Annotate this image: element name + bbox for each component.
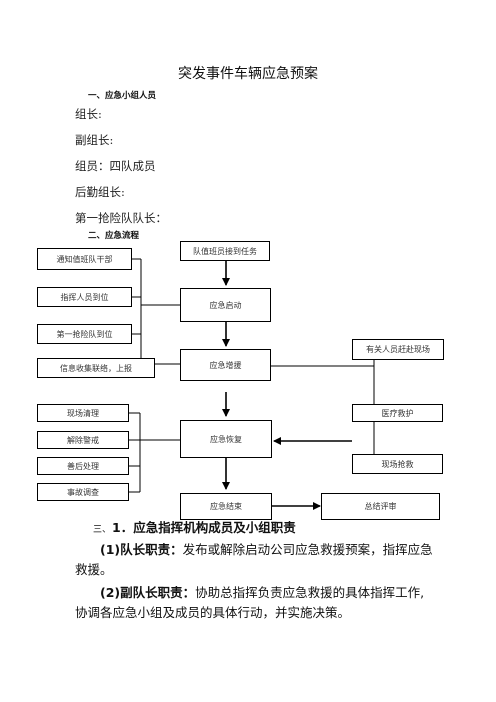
paragraph-leader-duty-line2: 救援。 — [75, 562, 113, 577]
role-leader: 组长: — [75, 107, 102, 121]
deputy-duty-label: (2)副队长职责： — [100, 585, 196, 600]
flow-box-info-collect-report: 信息收集联络，上报 — [37, 358, 155, 378]
flow-box-emergency-reinforce: 应急增援 — [180, 349, 271, 381]
role-logistics-leader: 后勤组长: — [75, 185, 125, 199]
role-rescue-captain: 第一抢险队队长： — [75, 211, 167, 225]
leader-duty-label: (1)队长职责： — [100, 542, 183, 557]
flow-box-medical-aid: 医疗救护 — [352, 404, 443, 422]
flow-box-site-rescue: 现场抢救 — [352, 454, 443, 474]
flow-box-site-cleanup: 现场清理 — [37, 404, 129, 422]
paragraph-leader-duty-line1: (1)队长职责：发布或解除启动公司应急救援预案，指挥应急 — [100, 540, 433, 560]
flow-box-lift-alert: 解除警戒 — [37, 431, 129, 449]
flow-box-notify-duty-officer: 通知值班队干部 — [37, 248, 132, 270]
leader-duty-text: 发布或解除启动公司应急救援预案，指挥应急 — [182, 542, 433, 557]
flow-box-commanders-in-place: 指挥人员到位 — [37, 287, 132, 307]
section-heading-members: 一、应急小组人员 — [88, 91, 157, 101]
flow-box-emergency-recovery: 应急恢复 — [180, 420, 272, 458]
flow-box-emergency-start: 应急启动 — [180, 288, 271, 322]
section3-heading: 1．应急指挥机构成员及小组职责 — [112, 520, 296, 535]
flow-box-receive-task: 队值班员接到任务 — [180, 241, 270, 261]
flow-box-rescue-team-in-place: 第一抢险队到位 — [37, 324, 132, 344]
document-title: 突发事件车辆应急预案 — [178, 66, 318, 82]
section3-prefix: 三、 — [93, 525, 112, 535]
flow-box-personnel-to-site: 有关人员赶赴现场 — [352, 339, 444, 360]
flow-box-accident-investigation: 事故调查 — [37, 483, 129, 501]
section-heading-process: 二、应急流程 — [88, 231, 140, 241]
flow-box-aftermath: 善后处理 — [37, 457, 129, 475]
flow-box-emergency-end: 应急结束 — [180, 493, 272, 520]
flow-box-summary-review: 总结评审 — [321, 493, 440, 520]
paragraph-deputy-duty-line1: (2)副队长职责：协助总指挥负责应急救援的具体指挥工作, — [100, 583, 424, 603]
deputy-duty-text: 协助总指挥负责应急救援的具体指挥工作, — [195, 585, 425, 600]
role-deputy-leader: 副组长: — [75, 133, 114, 147]
paragraph-deputy-duty-line2: 协调各应急小组及成员的具体行动，并实施决策。 — [75, 605, 351, 620]
role-members: 组员：四队成员 — [75, 159, 156, 173]
